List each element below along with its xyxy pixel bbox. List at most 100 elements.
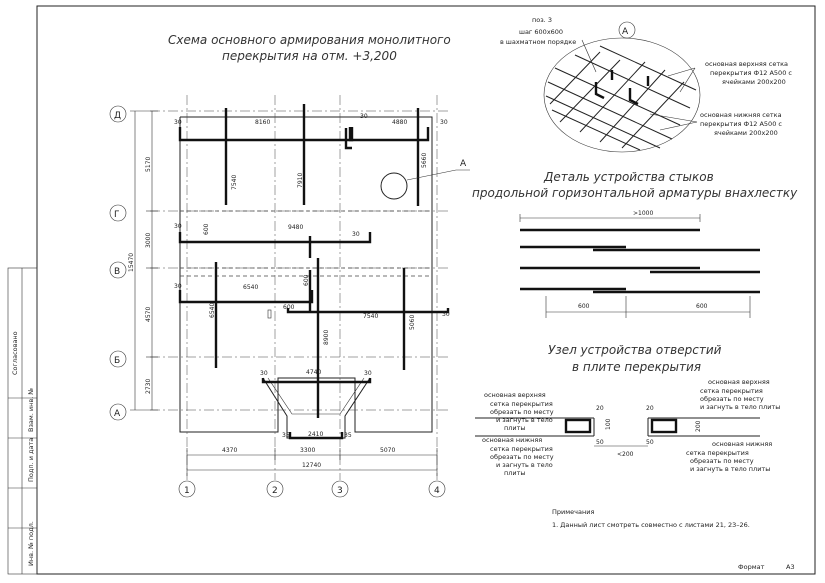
dim-row-4: 2730 <box>145 379 152 394</box>
row-dimensions: 5170 3000 4570 2730 15470 <box>128 110 158 411</box>
bar-label-30-5: 30 <box>352 231 360 238</box>
dim-row-2: 3000 <box>145 233 152 248</box>
detail-a-top-mesh-3: ячейками 200х200 <box>722 78 786 86</box>
plan-drawing: А <box>150 95 470 480</box>
stamp-inv: Инв. № подл. <box>27 521 35 566</box>
dim-row-total: 15470 <box>128 253 135 272</box>
opening-left-top-2: сетка перекрытия <box>490 400 553 408</box>
opening-left-top-1: основная верхняя <box>484 391 546 399</box>
lap-dim-left: 600 <box>578 303 590 310</box>
bar-label-30-9: 30 <box>442 311 450 318</box>
detail-a-pos-line1: поз. 3 <box>532 16 552 24</box>
dim-col-total: 12740 <box>302 462 321 469</box>
footer-format-value: А3 <box>786 563 795 571</box>
bar-label-30-1: 30 <box>174 119 182 126</box>
opening-left-top-4: и загнуть в тело <box>496 416 553 424</box>
axis-row-g: Г <box>114 210 120 220</box>
bar-label-7540: 7540 <box>231 175 238 190</box>
opening-title-line2: в плите перекрытия <box>572 360 701 374</box>
axis-col-4: 4 <box>434 486 440 496</box>
opening-left-bot-5: плиты <box>504 469 526 477</box>
sheet-frame <box>36 5 816 575</box>
dim-col-1: 4370 <box>222 447 237 454</box>
opening-d20a: 20 <box>596 405 604 412</box>
bar-label-30-6: 30 <box>174 283 182 290</box>
notes-block: Примечания 1. Данный лист смотреть совме… <box>552 508 750 529</box>
opening-d200: 200 <box>695 420 702 432</box>
dim-row-3: 4570 <box>145 307 152 322</box>
bar-label-8900: 8900 <box>323 330 330 345</box>
detail-a-pos-line2: шаг 600х600 <box>519 28 563 36</box>
bar-label-600a: 600 <box>203 223 210 235</box>
axis-col-2: 2 <box>272 486 278 496</box>
detail-a-bot-mesh-2: перекрытия Ф12 А500 с <box>700 120 782 128</box>
opening-d100: 100 <box>605 418 612 430</box>
opening-right-bot-3: обрезать по месту <box>690 457 754 465</box>
stamp-soglasovano: Согласовано <box>11 331 19 375</box>
bar-label-7910: 7910 <box>297 173 304 188</box>
opening-title-line1: Узел устройства отверстий <box>548 343 722 357</box>
notes-heading: Примечания <box>552 508 594 516</box>
col-dimensions: 4370 3300 5070 12740 <box>186 447 438 476</box>
opening-right-bot-2: сетка перекрытия <box>686 449 749 457</box>
row-axis-markers: Д Г В Б А <box>109 105 127 421</box>
opening-d200w: <200 <box>617 451 634 458</box>
lap-dim-right: 600 <box>696 303 708 310</box>
opening-d50b: 50 <box>646 439 654 446</box>
col-axis-markers: 1 2 3 4 <box>178 480 446 498</box>
bar-label-6540v: 6540 <box>209 303 216 318</box>
detail-a-pos-line3: в шахматном порядке <box>500 38 576 46</box>
detail-a: А поз. 3 шаг 600х600 в шахматном порядке… <box>500 16 792 153</box>
opening-left-bot-3: обрезать по месту <box>490 453 554 461</box>
opening-right-bot-1: основная нижняя <box>712 440 772 448</box>
bar-label-2410: 2410 <box>308 431 323 438</box>
lap-detail: Деталь устройства стыков продольной гори… <box>472 170 798 318</box>
footer-format-label: Формат <box>738 563 765 571</box>
bar-label-6540: 6540 <box>243 284 258 291</box>
bar-label-30-7: 30 <box>260 370 268 377</box>
opening-left-top-3: обрезать по месту <box>490 408 554 416</box>
dim-col-3: 5070 <box>380 447 395 454</box>
lap-title-line2: продольной горизонтальной арматуры внахл… <box>472 186 798 200</box>
opening-detail: Узел устройства отверстий в плите перекр… <box>475 343 780 477</box>
detail-a-bubble: А <box>622 27 629 37</box>
bar-label-5660: 5660 <box>421 153 428 168</box>
axis-col-1: 1 <box>184 486 190 496</box>
bar-label-600c: 600 <box>283 304 295 311</box>
notes-line1: 1. Данный лист смотреть совместно с лист… <box>552 521 750 529</box>
opening-left-bot-2: сетка перекрытия <box>490 445 553 453</box>
axis-col-3: 3 <box>337 486 343 496</box>
axis-row-d: Д <box>114 111 121 121</box>
opening-right-top-3: обрезать по месту <box>700 395 764 403</box>
footer: Формат А3 <box>738 563 795 571</box>
bar-label-9480: 9480 <box>288 224 303 231</box>
dim-col-2: 3300 <box>300 447 315 454</box>
bar-label-4880: 4880 <box>392 119 407 126</box>
lap-dim-top: >1000 <box>633 210 653 217</box>
left-stamp: Согласовано Взам. инв. № Подп. и дата Ин… <box>7 267 38 575</box>
stamp-podp: Подп. и дата <box>27 438 35 482</box>
detail-a-top-mesh-1: основная верхняя сетка <box>705 60 788 68</box>
opening-d50a: 50 <box>596 439 604 446</box>
stamp-vzam: Взам. инв. № <box>27 388 35 432</box>
opening-left-top-5: плиты <box>504 424 526 432</box>
opening-right-top-2: сетка перекрытия <box>700 387 763 395</box>
bar-label-8160: 8160 <box>255 119 270 126</box>
opening-right-bot-4: и загнуть в тело плиты <box>690 465 770 473</box>
lap-title-line1: Деталь устройства стыков <box>543 170 714 184</box>
axis-row-a: А <box>114 409 121 419</box>
plan-callout: А <box>460 159 467 169</box>
detail-a-bot-mesh-1: основная нижняя сетка <box>700 111 782 119</box>
axis-row-v: В <box>114 267 120 277</box>
opening-d20b: 20 <box>646 405 654 412</box>
plan-title-line1: Схема основного армирования монолитного <box>168 33 451 47</box>
plan-title-line2: перекрытия на отм. +3,200 <box>222 49 397 63</box>
bar-label-35-1: 35 <box>282 432 290 439</box>
bar-label-30-8: 30 <box>364 370 372 377</box>
opening-left-bot-1: основная нижняя <box>482 436 542 444</box>
bar-labels: 8160 4880 7540 7910 5660 9480 600 6540 6… <box>174 113 450 439</box>
detail-a-top-mesh-2: перекрытия Ф12 А500 с <box>710 69 792 77</box>
opening-right-top-1: основная верхняя <box>708 378 770 386</box>
bar-label-30-3: 30 <box>440 119 448 126</box>
